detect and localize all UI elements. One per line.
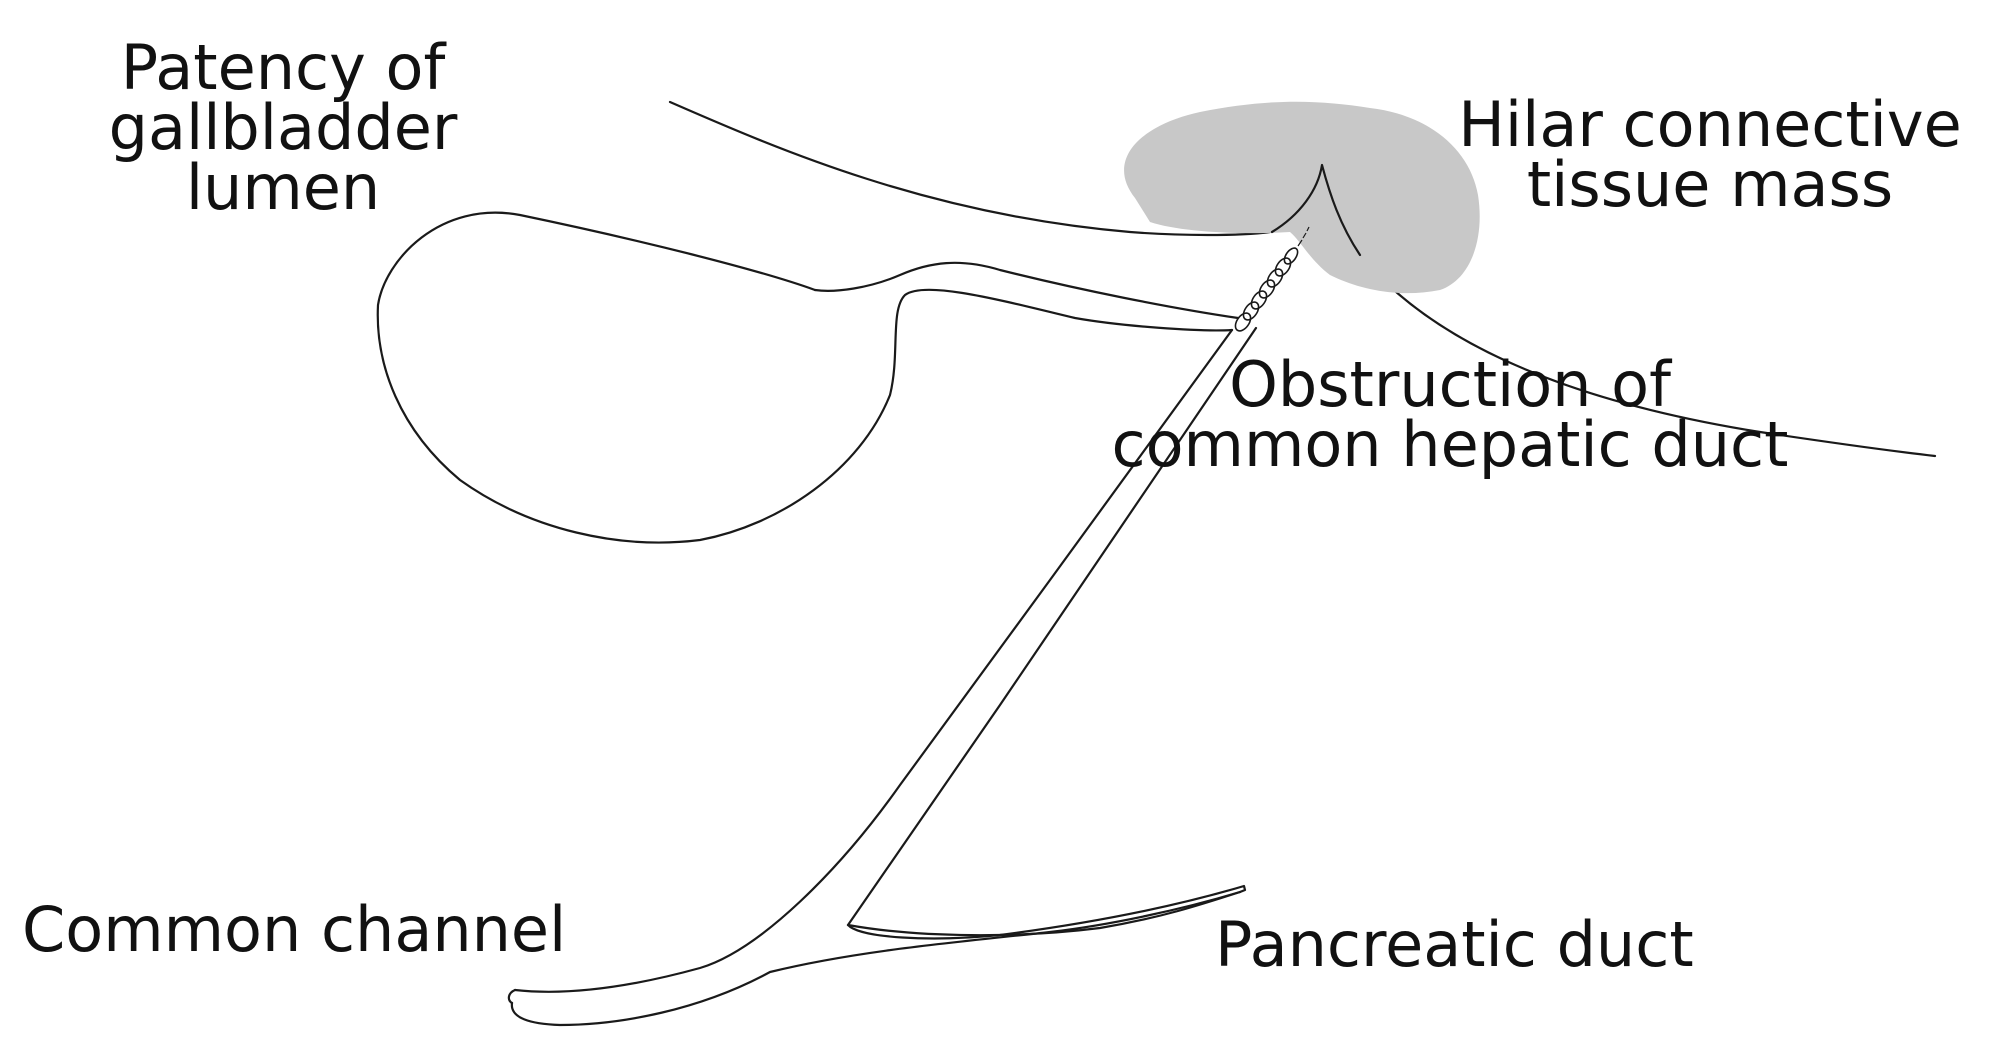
cystic-duct-upper xyxy=(813,261,1240,320)
common-bile-duct-right xyxy=(846,326,1258,937)
obstruction-coil xyxy=(1234,226,1310,332)
liver-edge-upper xyxy=(668,100,1272,237)
label-hilar-mass-line-2: tissue mass xyxy=(1526,148,1894,221)
label-gallbladder-line-2: gallbladder xyxy=(108,91,458,164)
liver-edge-lower xyxy=(1358,253,1937,458)
label-hilar-mass-line-1: Hilar connective xyxy=(1458,88,1962,161)
common-bile-duct-left xyxy=(513,328,1234,993)
label-gallbladder-line-1: Patency of xyxy=(120,31,446,104)
gallbladder xyxy=(376,211,1234,544)
label-obstruction-line-2: common hepatic duct xyxy=(1111,408,1789,481)
hilar-mass xyxy=(1124,101,1480,294)
label-obstruction-line-1: Obstruction of xyxy=(1229,348,1671,421)
hilar-notch xyxy=(1270,163,1362,257)
pancreatic-duct-tip xyxy=(846,884,1247,940)
common-channel-tip xyxy=(507,988,517,1005)
label-gallbladder: Patency of gallbladder lumen xyxy=(78,31,488,224)
label-common-channel: Common channel xyxy=(22,893,567,966)
label-pancreatic-duct: Pancreatic duct xyxy=(1215,908,1694,981)
common-channel-lower xyxy=(510,890,1242,1027)
label-hilar-mass: Hilar connective tissue mass xyxy=(1440,88,1980,221)
label-obstruction: Obstruction of common hepatic duct xyxy=(1090,348,1810,481)
label-gallbladder-line-3: lumen xyxy=(185,151,381,224)
